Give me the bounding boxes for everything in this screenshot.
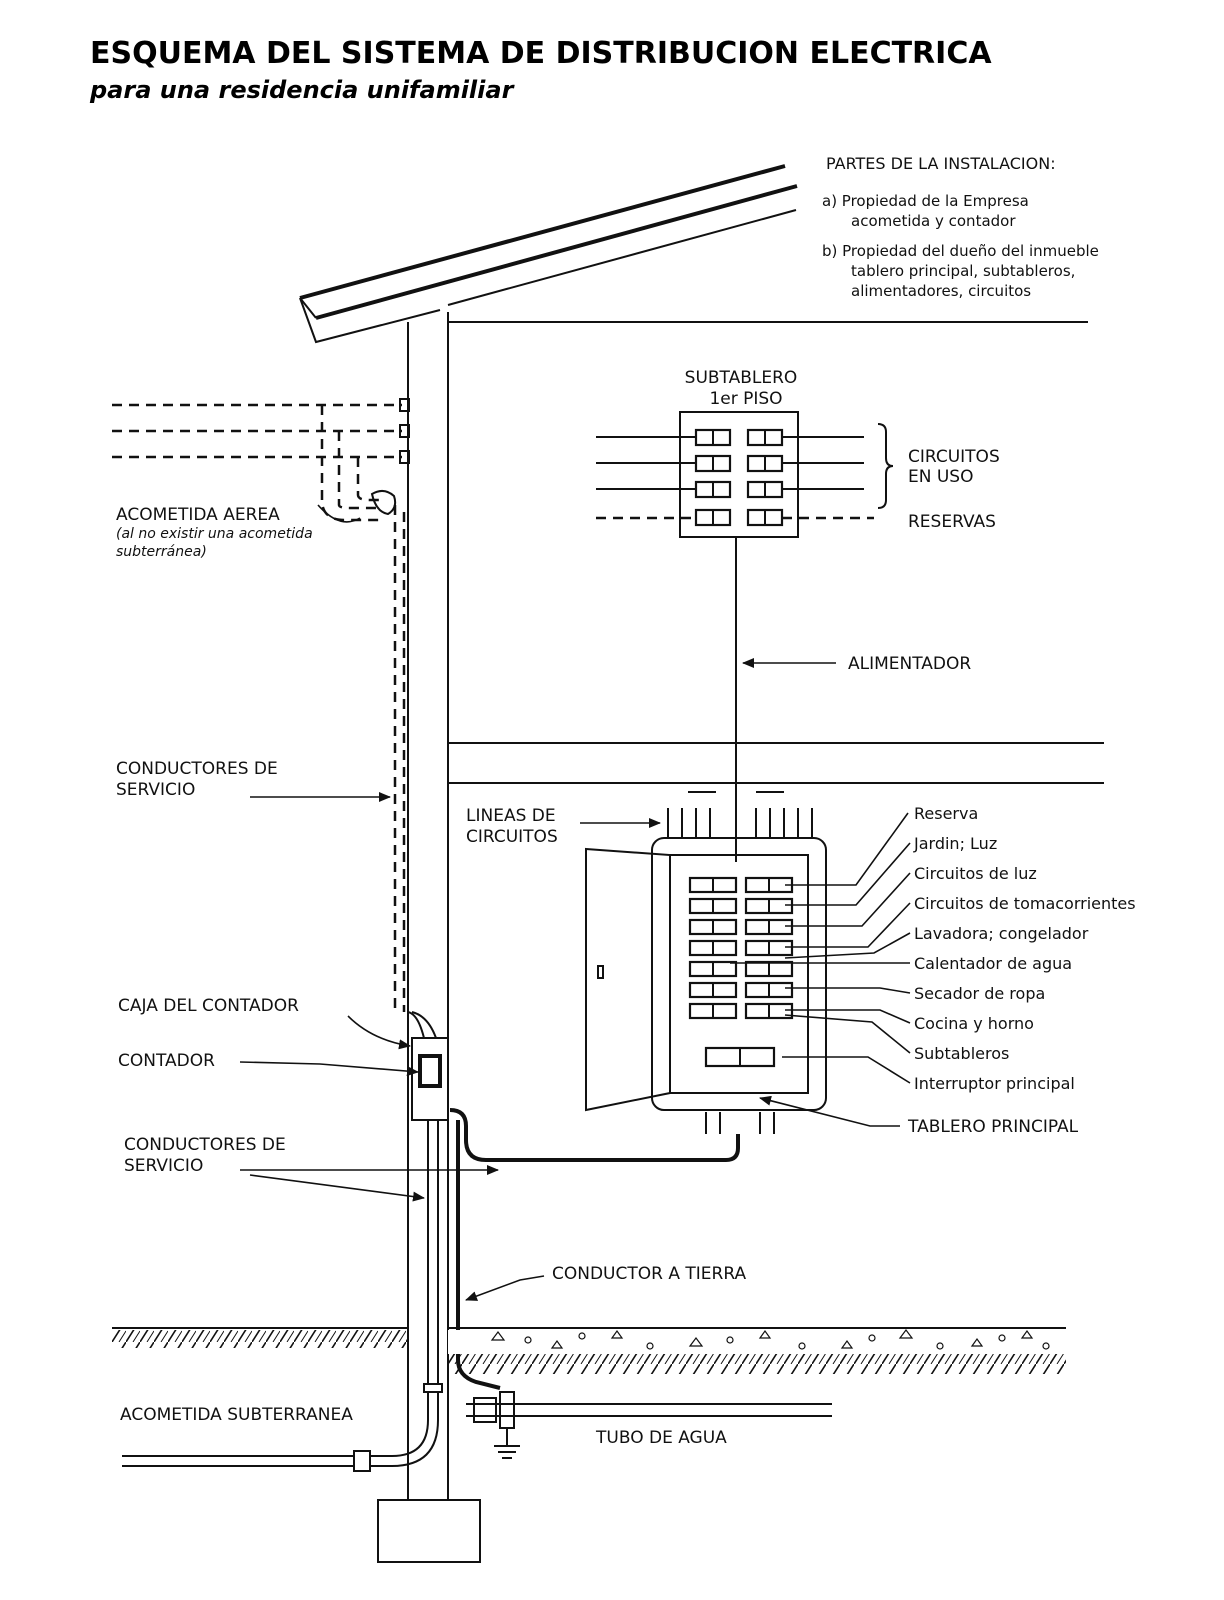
meter-label: CONTADOR: [118, 1051, 215, 1071]
roof: [299, 164, 798, 344]
breaker-label-jardin: Jardin; Luz: [913, 834, 997, 853]
aerial-service-note-2: subterránea): [116, 544, 207, 560]
breaker-label-tomacorrientes: Circuitos de tomacorrientes: [914, 894, 1136, 913]
breaker-label-lavadora: Lavadora; congelador: [914, 924, 1089, 943]
water-pipe-label: TUBO DE AGUA: [595, 1428, 727, 1448]
diagram-subtitle: para una residencia unifamiliar: [89, 76, 516, 104]
ground-conductor-label: CONDUCTOR A TIERRA: [552, 1264, 746, 1284]
subpanel-label-1: SUBTABLERO: [685, 368, 798, 388]
circuit-lines-label-1: LINEAS DE: [466, 806, 556, 826]
service-conductors-bottom-arrow-2: [249, 1174, 425, 1202]
breaker-label-subtableros: Subtableros: [914, 1044, 1009, 1063]
service-conductors-top-label-1: CONDUCTORES DE: [116, 759, 278, 779]
installation-parts-legend: PARTES DE LA INSTALACION: a) Propiedad d…: [822, 154, 1099, 300]
breaker-labels: Reserva Jardin; Luz Circuitos de luz Cir…: [913, 804, 1136, 1093]
ground-conductor-arrow: [465, 1275, 545, 1301]
circuit-lines-label-2: CIRCUITOS: [466, 827, 558, 847]
parts-a-line1: a) Propiedad de la Empresa: [822, 192, 1029, 210]
meter-box: [407, 1011, 449, 1121]
main-panel: [585, 791, 827, 1134]
parts-b-line1: b) Propiedad del dueño del inmueble: [822, 242, 1099, 260]
reserves-label: RESERVAS: [908, 512, 996, 532]
service-conductors-bottom-label-1: CONDUCTORES DE: [124, 1135, 286, 1155]
subpanel-label-2: 1er PISO: [709, 389, 782, 409]
parts-b-line2: tablero principal, subtableros,: [851, 262, 1075, 280]
aerial-service-label: ACOMETIDA AEREA: [116, 505, 280, 525]
water-pipe: [466, 1391, 832, 1459]
ground-surface: [112, 1327, 1066, 1374]
meter-arrow: [239, 1061, 419, 1077]
service-conductors-top-label-2: SERVICIO: [116, 780, 195, 800]
parts-heading: PARTES DE LA INSTALACION:: [826, 154, 1056, 173]
breaker-label-interruptor: Interruptor principal: [914, 1074, 1075, 1093]
building-floors: [448, 321, 1104, 784]
diagram-title: ESQUEMA DEL SISTEMA DE DISTRIBUCION ELEC…: [90, 36, 992, 71]
house-wall: [377, 312, 481, 1563]
subpanel-breakers: [694, 428, 784, 527]
parts-b-line3: alimentadores, circuitos: [851, 282, 1031, 300]
breaker-label-luz: Circuitos de luz: [914, 864, 1037, 883]
circuits-in-use-label-1: CIRCUITOS: [908, 447, 1000, 467]
aerial-service-lines: [112, 398, 410, 1012]
meter-box-arrow: [347, 1015, 411, 1050]
aerial-service-pointer: [317, 504, 361, 523]
main-panel-breakers: [688, 876, 794, 1068]
breaker-leaders: [730, 812, 911, 1084]
meter-box-label: CAJA DEL CONTADOR: [118, 996, 299, 1016]
underground-service-label: ACOMETIDA SUBTERRANEA: [120, 1405, 353, 1425]
breaker-label-calentador: Calentador de agua: [914, 954, 1072, 973]
parts-a-line2: acometida y contador: [851, 212, 1016, 230]
service-conductors-bottom-label-2: SERVICIO: [124, 1156, 203, 1176]
main-panel-label: TABLERO PRINCIPAL: [907, 1117, 1079, 1137]
feeder-label: ALIMENTADOR: [848, 654, 971, 674]
breaker-label-cocina: Cocina y horno: [914, 1014, 1034, 1033]
breaker-label-secador: Secador de ropa: [914, 984, 1045, 1003]
breaker-label-reserva: Reserva: [914, 804, 978, 823]
main-panel-arrow: [759, 1095, 900, 1127]
aerial-service-note-1: (al no existir una acometida: [116, 526, 313, 542]
circuits-in-use-label-2: EN USO: [908, 467, 973, 487]
subpanel-first-floor: SUBTABLERO 1er PISO CIRCUITOS EN USO RES…: [596, 368, 1000, 538]
